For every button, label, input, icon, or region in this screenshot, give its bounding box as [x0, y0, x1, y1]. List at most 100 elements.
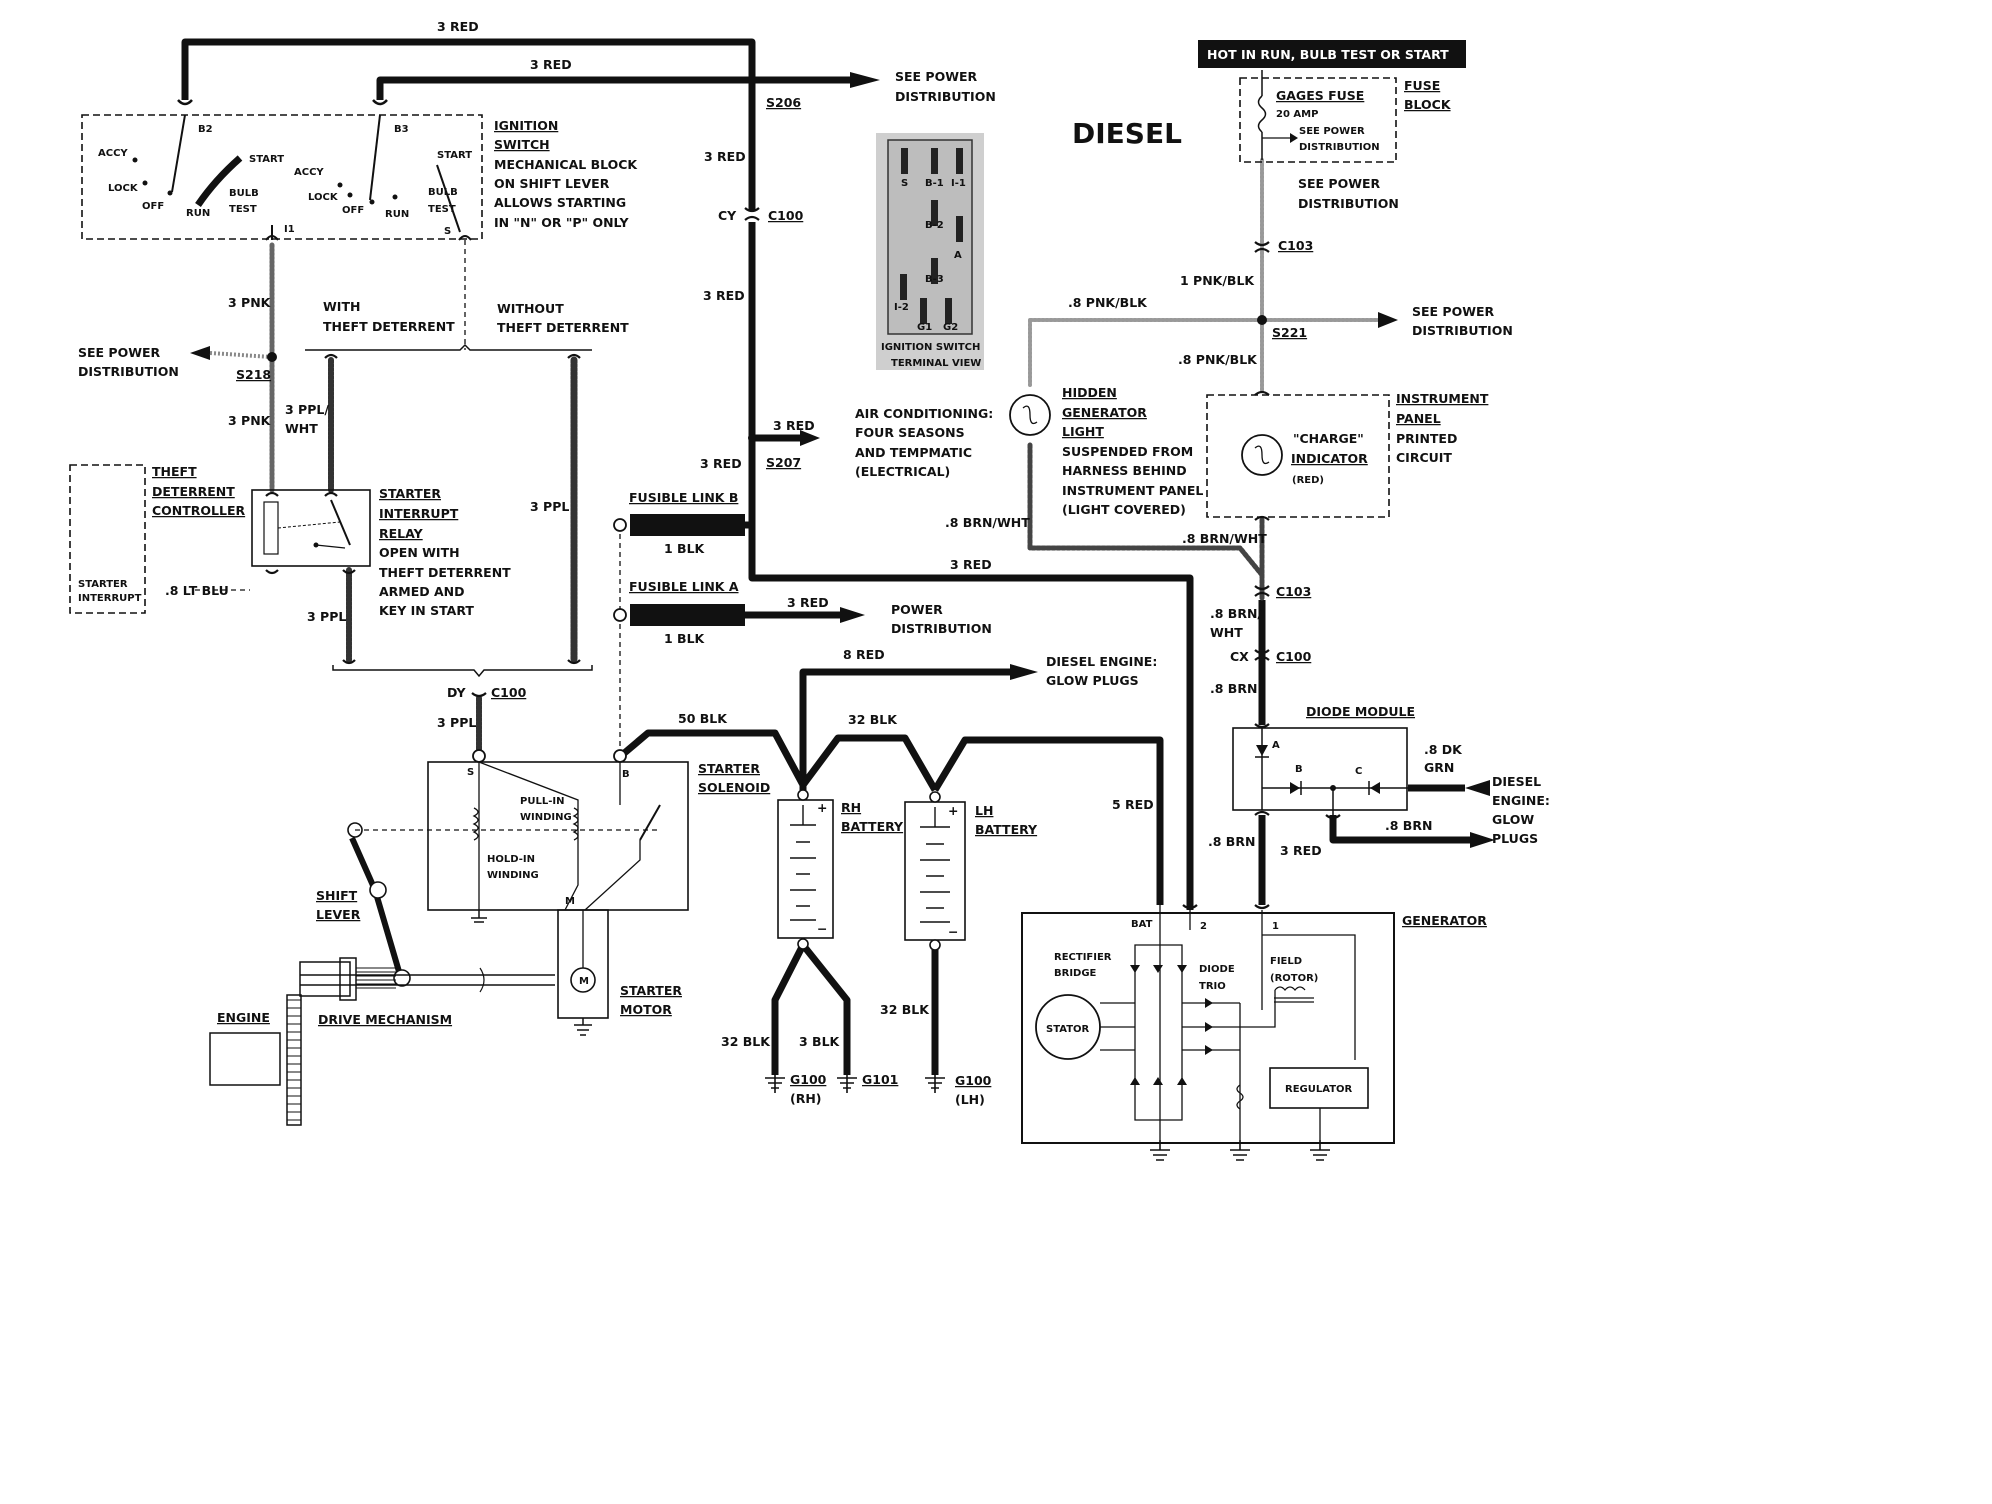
connector-symbols: [265, 207, 1341, 910]
fusible-link-a: [613, 604, 745, 626]
conn-g101: G101: [862, 1072, 898, 1087]
motor-1: STARTER: [620, 983, 682, 998]
conn-dy: DY: [447, 685, 466, 700]
tv-b3: B-3: [925, 274, 944, 285]
fuse-block-2: BLOCK: [1404, 97, 1452, 112]
ip-2: PANEL: [1396, 411, 1441, 426]
wire-label-3red-gen: 3 RED: [950, 557, 992, 572]
wire-label-3ppl-lower: 3 PPL: [307, 609, 346, 624]
label-run-1: RUN: [186, 208, 210, 219]
with-theft-2: THEFT DETERRENT: [323, 319, 455, 334]
hidden-4: SUSPENDED FROM: [1062, 444, 1193, 459]
charge: "CHARGE": [1293, 431, 1364, 446]
lh-2: BATTERY: [975, 822, 1038, 837]
solenoid-1: STARTER: [698, 761, 760, 776]
diode-trio-2: TRIO: [1199, 981, 1226, 992]
generator-label: GENERATOR: [1402, 913, 1487, 928]
wire-brn-glow: [1329, 815, 1470, 844]
conn-cx: CX: [1230, 649, 1249, 664]
ground-solenoid: [471, 910, 487, 923]
wire-label-1blk-a: 1 BLK: [664, 631, 706, 646]
see-power-s206-1: SEE POWER: [895, 69, 978, 84]
wire-label-50blk: 50 BLK: [678, 711, 728, 726]
wire-label-dkgrn-2: GRN: [1424, 760, 1454, 775]
drive-label: DRIVE MECHANISM: [318, 1012, 452, 1027]
hidden-generator-light: [1009, 394, 1051, 436]
solenoid-2: SOLENOID: [698, 780, 770, 795]
gen-bat: BAT: [1131, 919, 1153, 930]
hidden-6: INSTRUMENT PANEL: [1062, 483, 1203, 498]
wire-label-top-3red-a: 3 RED: [437, 19, 479, 34]
conn-c100-cx: C100: [1276, 649, 1312, 664]
label-start-2: START: [437, 150, 472, 161]
ac-1: AIR CONDITIONING:: [855, 406, 993, 421]
label-off-1: OFF: [142, 201, 164, 212]
ac-4: (ELECTRICAL): [855, 464, 950, 479]
regulator: REGULATOR: [1285, 1084, 1353, 1095]
glow-1: DIESEL ENGINE:: [1046, 654, 1157, 669]
tv-i1: I-1: [951, 178, 966, 189]
diode-c: C: [1355, 766, 1362, 777]
wire-label-pplwht-b: WHT: [285, 421, 318, 436]
diode-b: B: [1295, 764, 1303, 775]
shift-1: SHIFT: [316, 888, 358, 903]
wire-label-3pnk-upper: 3 PNK: [228, 295, 272, 310]
wire-label-3red-power: 3 RED: [787, 595, 829, 610]
wire-label-8brnwht-b: .8 BRN/WHT: [1182, 531, 1267, 546]
label-test-2: TEST: [428, 204, 456, 215]
wire-label-32blk-rh: 32 BLK: [721, 1034, 771, 1049]
generator-grounds: [1150, 1140, 1330, 1161]
power-arrows: [190, 312, 1398, 360]
label-accy-2: ACCY: [294, 167, 324, 178]
red: (RED): [1292, 475, 1324, 486]
conn-s206: S206: [766, 95, 801, 110]
rectifier-diodes: [1130, 965, 1213, 1085]
wire-label-3ppl-right: 3 PPL: [530, 499, 569, 514]
wire-label-3pnk-lower: 3 PNK: [228, 413, 272, 428]
label-b3: B3: [394, 124, 409, 135]
hidden-5: HARNESS BEHIND: [1062, 463, 1187, 478]
ip-3: PRINTED: [1396, 431, 1457, 446]
tv-g1: G1: [917, 322, 932, 333]
wire-brnwht-left: [1027, 442, 1265, 578]
wire-32blk-top: [800, 734, 939, 792]
wire-label-32blk-top: 32 BLK: [848, 712, 898, 727]
hidden-1: HIDDEN: [1062, 385, 1117, 400]
ignition-note-3: ALLOWS STARTING: [494, 195, 626, 210]
conn-g100-lh-sub: (LH): [955, 1092, 985, 1107]
conn-g100-lh: G100: [955, 1073, 992, 1088]
conn-c103-top: C103: [1278, 238, 1313, 253]
diode-module-label: DIODE MODULE: [1306, 704, 1415, 719]
relay-6: ARMED AND: [379, 584, 465, 599]
ip-4: CIRCUIT: [1396, 450, 1452, 465]
without-theft-1: WITHOUT: [497, 301, 564, 316]
wire-3red-top-a: [181, 38, 756, 210]
wire-label-8red: 8 RED: [843, 647, 885, 662]
tv-cap2: TERMINAL VIEW: [891, 358, 981, 369]
wire-label-8brn-1: .8 BRN: [1210, 681, 1257, 696]
sol-b: B: [622, 769, 630, 780]
fusible-link-b: [613, 514, 745, 536]
theft-deterrent-controller: STARTER INTERRUPT: [69, 464, 146, 614]
indicator: INDICATOR: [1291, 451, 1368, 466]
fusible-b-label: FUSIBLE LINK B: [629, 490, 738, 505]
lh-battery: [904, 791, 966, 951]
wire-label-8pnkblk-a: .8 PNK/BLK: [1068, 295, 1148, 310]
wire-label-8brnwht-c2: WHT: [1210, 625, 1243, 640]
label-lock-1: LOCK: [108, 183, 139, 194]
ignition-switch: B2 B3 I1 S ACCY LOCK OFF RUN START BULB …: [81, 99, 483, 241]
wire-rh-ground: [771, 942, 851, 1075]
holdin-2: WINDING: [487, 870, 539, 881]
rh-2: BATTERY: [841, 819, 904, 834]
with-theft-1: WITH: [323, 299, 360, 314]
tv-b1: B-1: [925, 178, 944, 189]
diode-module: [1232, 727, 1408, 815]
wire-pnkblk-horizontal: [1028, 318, 1382, 387]
see-power-s206-2: DISTRIBUTION: [895, 89, 996, 104]
wire-label-dkgrn-1: .8 DK: [1424, 742, 1463, 757]
rh-minus: −: [817, 921, 827, 936]
engine-label: ENGINE: [217, 1010, 270, 1025]
brace-bottom: [332, 665, 593, 678]
gages-fuse: GAGES FUSE: [1276, 88, 1364, 103]
tv-a: A: [954, 250, 962, 261]
